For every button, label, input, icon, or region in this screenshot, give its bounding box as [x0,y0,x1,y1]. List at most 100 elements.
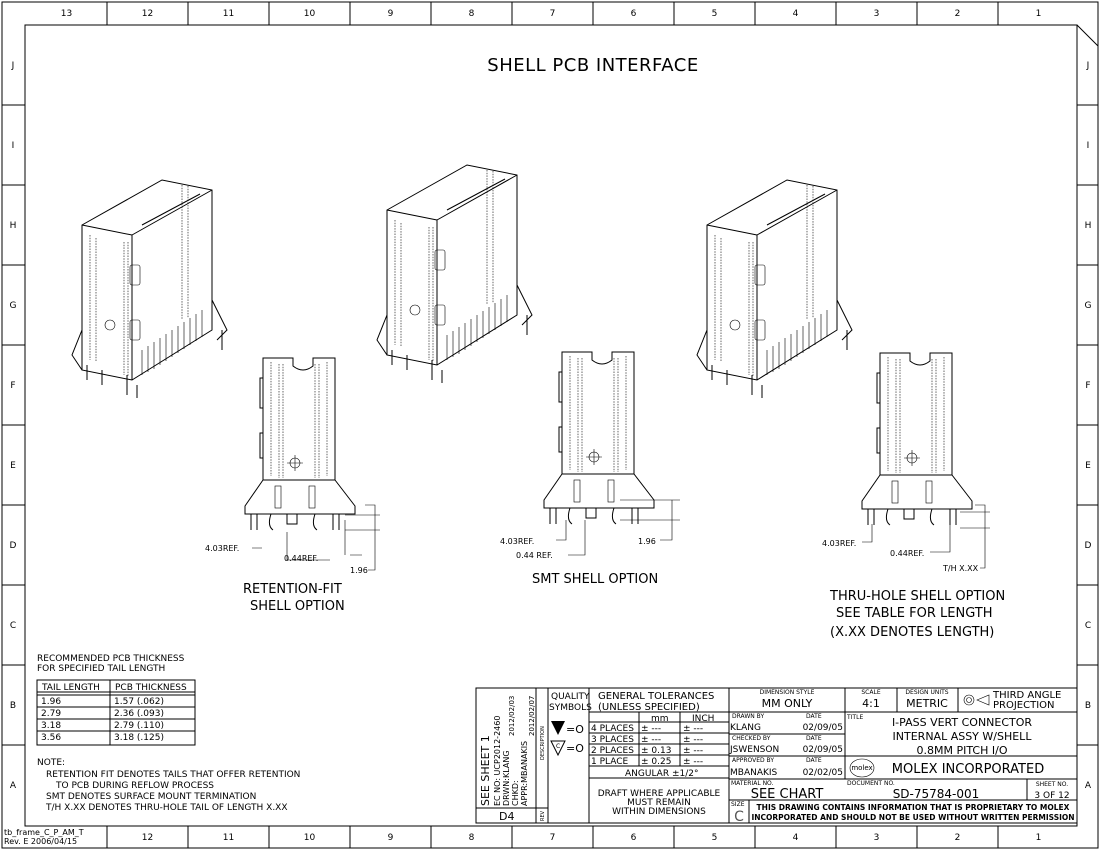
title-label: TITLE [846,714,863,721]
description-label: DESCRIPTION [540,726,546,760]
drawn-by-name: KLANG [730,723,761,733]
rev-label: REV [540,810,546,821]
zone-col-top: 11 [223,9,234,19]
retention-label-2: SHELL OPTION [250,599,345,614]
tol-row-mm: ± --- [641,735,661,745]
tol-row-inch: ± --- [683,757,703,767]
tol-col-mm: mm [651,714,669,724]
tol-row-mm: ± 0.13 [641,746,671,756]
tol-row-label: 1 PLACE [591,757,629,767]
approved-date-label: DATE [806,757,822,764]
zone-row-left: A [10,781,17,791]
zone-row-left: E [10,461,16,471]
projection-label: THIRD ANGLE [992,690,1061,701]
zone-col-bottom: 6 [631,833,637,843]
tol-angular: ANGULAR ±1/2° [625,769,698,779]
material-value: SEE CHART [751,787,824,802]
projection-label: PROJECTION [993,700,1055,711]
tol-row-label: 3 PLACES [591,735,634,745]
zone-col-top: 12 [142,9,153,19]
zone-col-top: 5 [712,9,718,19]
zone-row-left: D [10,541,17,551]
zone-col-top: 9 [388,9,394,19]
checked-by-date: 02/09/05 [803,745,843,755]
projection-cone-icon [976,694,990,706]
table-caption-2: FOR SPECIFIED TAIL LENGTH [37,664,165,674]
tol-draft: MUST REMAIN [627,798,691,808]
dim-thru-0-44: 0.44REF. [890,549,924,558]
zone-row-right: D [1085,541,1092,551]
zone-row-left: B [10,701,16,711]
note-line: TO PCB DURING REFLOW PROCESS [55,781,214,791]
zone-row-left: F [10,381,15,391]
zone-col-top: 10 [304,9,316,19]
company-name: MOLEX INCORPORATED [892,762,1044,777]
rev-see-sheet: SEE SHEET 1 [479,735,492,806]
note-line: SMT DENOTES SURFACE MOUNT TERMINATION [46,792,256,802]
proprietary-notice: THIS DRAWING CONTAINS INFORMATION THAT I… [757,803,1070,812]
note-line: RETENTION FIT DENOTES TAILS THAT OFFER R… [46,770,300,780]
size-value: C [734,809,744,825]
tol-row-label: 2 PLACES [591,746,634,756]
zone-col-bottom: 5 [712,833,718,843]
thru-label-3: (X.XX DENOTES LENGTH) [830,625,994,640]
zone-col-bottom: 9 [388,833,394,843]
smt-front-view [543,351,655,525]
zone-row-left: J [11,61,15,71]
zone-row-right: I [1087,141,1090,151]
approved-by-date: 02/02/05 [803,768,843,778]
dim-thru-th-xx: T/H X.XX [942,564,979,573]
table-caption-1: RECOMMENDED PCB THICKNESS [37,654,185,664]
dim-retention-4-03: 4.03REF. [205,544,239,553]
scale-label: SCALE [861,689,880,696]
dimension-style-value: MM ONLY [762,697,813,710]
thru-hole-iso-view [696,179,853,399]
table-cell-pcb-thickness: 2.79 (.110) [114,721,164,731]
zone-row-right: J [1086,61,1090,71]
rev-value: D4 [499,810,514,823]
material-label: MATERIAL NO. [731,780,774,787]
zone-row-left: C [10,621,16,631]
tol-row-inch: ± --- [683,746,703,756]
thru-label-2: SEE TABLE FOR LENGTH [836,606,993,621]
zone-col-bottom: 7 [550,833,556,843]
zone-col-top: 3 [874,9,880,19]
quality-triangle-c-icon [550,740,566,757]
frame-chamfer [1076,24,1099,47]
zone-row-right: F [1085,381,1090,391]
retention-fit-iso-view [71,179,228,399]
dim-smt-0-44: 0.44 REF. [516,551,553,560]
rev-drawn-date: 2012/02/03 [508,696,516,736]
tol-row-mm: ± --- [641,724,661,734]
sheet-label: SHEET NO. [1036,781,1068,788]
document-number: SD-75784-001 [893,787,980,801]
zone-row-left: I [12,141,15,151]
zone-row-right: C [1085,621,1091,631]
drawn-by-label: DRAWN BY [732,713,764,720]
table-cell-tail-length: 3.56 [41,733,61,743]
table-cell-pcb-thickness: 1.57 (.062) [114,697,164,707]
zone-row-right: E [1085,461,1091,471]
design-units-value: METRIC [906,697,948,710]
quality-sym1: =O [566,723,584,736]
dim-smt-4-03: 4.03REF. [500,537,534,546]
table-header: TAIL LENGTH [41,683,100,693]
zone-col-bottom: 3 [874,833,880,843]
zone-col-top: 13 [61,9,72,19]
checked-date-label: DATE [806,735,822,742]
proprietary-notice: INCORPORATED AND SHOULD NOT BE USED WITH… [751,813,1074,822]
tol-row-mm: ± 0.25 [641,757,671,767]
quality-label: QUALITY [551,692,590,702]
tol-row-inch: ± --- [683,735,703,745]
zone-col-top: 1 [1036,9,1042,19]
rev-approved-date: 2012/02/07 [528,696,536,736]
zone-col-top: 7 [550,9,556,19]
frame-id-line2: Rev. E 2006/04/15 [4,837,77,846]
zone-row-left: H [10,221,17,231]
rev-ec-no: EC NO: UCP2012-2460 [493,716,502,806]
zone-row-right: A [1085,781,1092,791]
sheet-number: 3 OF 12 [1034,791,1069,801]
molex-logo [849,758,875,778]
